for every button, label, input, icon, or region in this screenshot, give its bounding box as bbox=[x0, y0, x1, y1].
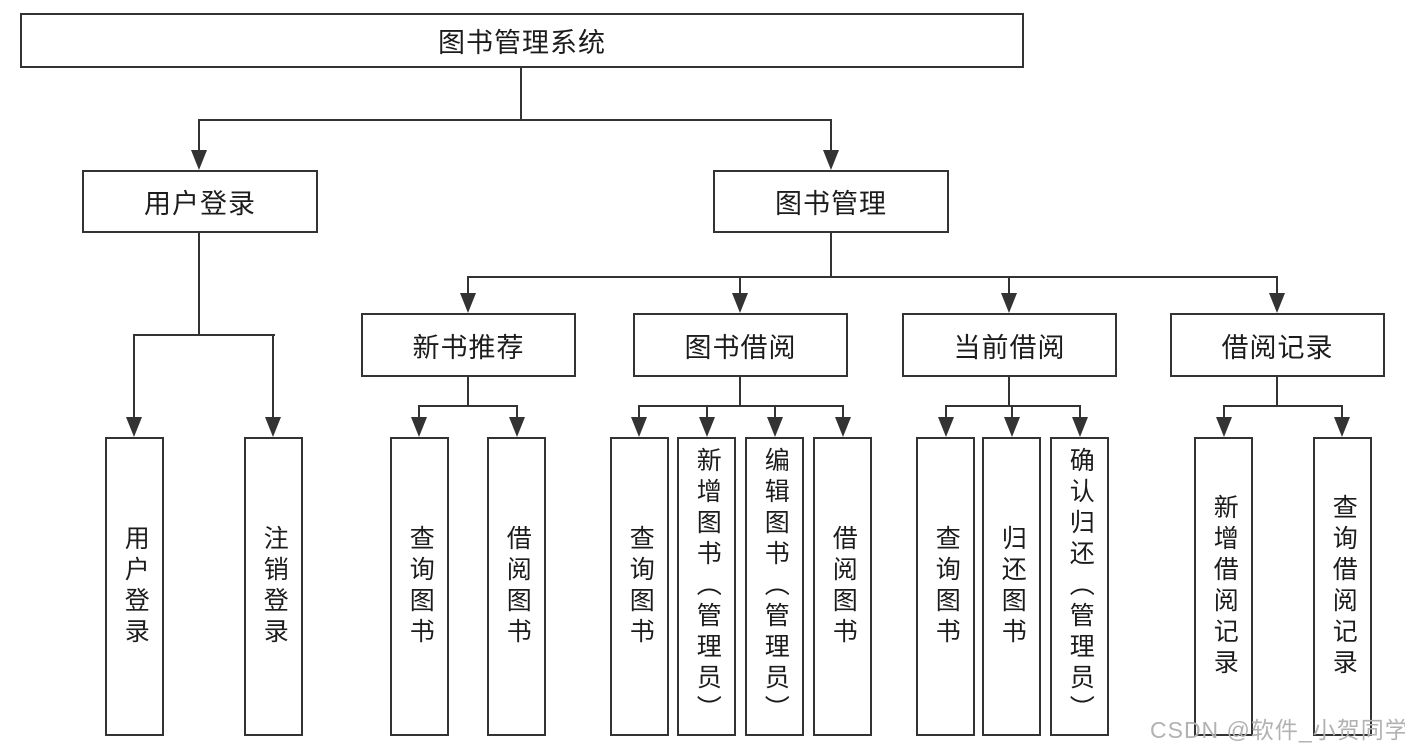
connector-line bbox=[133, 334, 275, 336]
connector-line bbox=[198, 233, 200, 336]
arrowhead-icon bbox=[1269, 293, 1285, 313]
leaf-label: 确认归还（管理员） bbox=[1066, 447, 1095, 726]
leaf-query-books-recommend: 查询图书 bbox=[390, 437, 449, 736]
connector-line bbox=[198, 119, 200, 154]
node-current-borrowing: 当前借阅 bbox=[902, 313, 1117, 377]
leaf-borrow-books-recommend: 借阅图书 bbox=[487, 437, 546, 736]
csdn-watermark: CSDN @软件_小贺同学 bbox=[1150, 717, 1405, 743]
arrowhead-icon bbox=[460, 293, 476, 313]
leaf-query-books-borrow: 查询图书 bbox=[610, 437, 669, 736]
connector-line bbox=[198, 119, 832, 121]
connector-line bbox=[739, 377, 741, 407]
connector-line bbox=[272, 334, 274, 422]
leaf-label: 新增图书（管理员） bbox=[693, 447, 722, 726]
connector-line bbox=[520, 68, 522, 121]
connector-line bbox=[706, 405, 708, 422]
arrowhead-icon bbox=[732, 293, 748, 313]
leaf-label: 借阅图书 bbox=[829, 524, 858, 649]
arrowhead-icon bbox=[631, 417, 647, 437]
arrowhead-icon bbox=[126, 417, 142, 437]
leaf-label: 新增借阅记录 bbox=[1210, 493, 1239, 680]
leaf-label: 借阅图书 bbox=[503, 524, 532, 649]
leaf-label: 注销登录 bbox=[260, 524, 289, 649]
connector-line bbox=[418, 405, 420, 422]
node-book-management: 图书管理 bbox=[713, 170, 949, 233]
node-book-borrowing: 图书借阅 bbox=[633, 313, 848, 377]
connector-line bbox=[1011, 405, 1013, 422]
connector-line bbox=[1223, 405, 1343, 407]
leaf-label: 查询图书 bbox=[406, 524, 435, 649]
leaf-user-login: 用户登录 bbox=[105, 437, 164, 736]
connector-line bbox=[1079, 405, 1081, 422]
connector-line bbox=[467, 276, 1278, 278]
connector-line bbox=[1341, 405, 1343, 422]
arrowhead-icon bbox=[699, 417, 715, 437]
connector-line bbox=[945, 405, 1081, 407]
connector-line bbox=[638, 405, 640, 422]
node-borrowing-records: 借阅记录 bbox=[1170, 313, 1385, 377]
connector-line bbox=[1276, 276, 1278, 298]
leaf-add-borrow-record: 新增借阅记录 bbox=[1194, 437, 1253, 736]
connector-line bbox=[418, 405, 518, 407]
arrowhead-icon bbox=[1216, 417, 1232, 437]
leaf-add-book-admin: 新增图书（管理员） bbox=[677, 437, 736, 736]
connector-line bbox=[739, 276, 741, 298]
connector-line bbox=[830, 119, 832, 154]
leaf-label: 查询图书 bbox=[932, 524, 961, 649]
leaf-edit-book-admin: 编辑图书（管理员） bbox=[745, 437, 804, 736]
node-user-login: 用户登录 bbox=[82, 170, 318, 233]
arrowhead-icon bbox=[767, 417, 783, 437]
connector-line bbox=[945, 405, 947, 422]
arrowhead-icon bbox=[938, 417, 954, 437]
leaf-label: 编辑图书（管理员） bbox=[761, 447, 790, 726]
leaf-label: 归还图书 bbox=[998, 524, 1027, 649]
leaf-confirm-return-admin: 确认归还（管理员） bbox=[1050, 437, 1109, 736]
node-new-book-recommendation: 新书推荐 bbox=[361, 313, 576, 377]
arrowhead-icon bbox=[1004, 417, 1020, 437]
connector-line bbox=[1223, 405, 1225, 422]
connector-line bbox=[1276, 377, 1278, 407]
connector-line bbox=[842, 405, 844, 422]
leaf-borrow-books: 借阅图书 bbox=[813, 437, 872, 736]
arrowhead-icon bbox=[411, 417, 427, 437]
connector-line bbox=[1008, 377, 1010, 407]
leaf-logout: 注销登录 bbox=[244, 437, 303, 736]
leaf-label: 查询借阅记录 bbox=[1329, 493, 1358, 680]
connector-line bbox=[467, 377, 469, 407]
arrowhead-icon bbox=[1334, 417, 1350, 437]
connector-line bbox=[133, 334, 135, 422]
connector-line bbox=[516, 405, 518, 422]
arrowhead-icon bbox=[265, 417, 281, 437]
arrowhead-icon bbox=[509, 417, 525, 437]
arrowhead-icon bbox=[835, 417, 851, 437]
node-book-management-system: 图书管理系统 bbox=[20, 13, 1024, 68]
leaf-query-books-current: 查询图书 bbox=[916, 437, 975, 736]
connector-line bbox=[1008, 276, 1010, 298]
leaf-label: 用户登录 bbox=[121, 524, 150, 649]
connector-line bbox=[638, 405, 844, 407]
leaf-query-borrow-record: 查询借阅记录 bbox=[1313, 437, 1372, 736]
arrowhead-icon bbox=[823, 150, 839, 170]
leaf-label: 查询图书 bbox=[626, 524, 655, 649]
arrowhead-icon bbox=[191, 150, 207, 170]
connector-line bbox=[467, 276, 469, 298]
arrowhead-icon bbox=[1001, 293, 1017, 313]
arrowhead-icon bbox=[1072, 417, 1088, 437]
leaf-return-books: 归还图书 bbox=[982, 437, 1041, 736]
connector-line bbox=[830, 233, 832, 278]
connector-line bbox=[774, 405, 776, 422]
